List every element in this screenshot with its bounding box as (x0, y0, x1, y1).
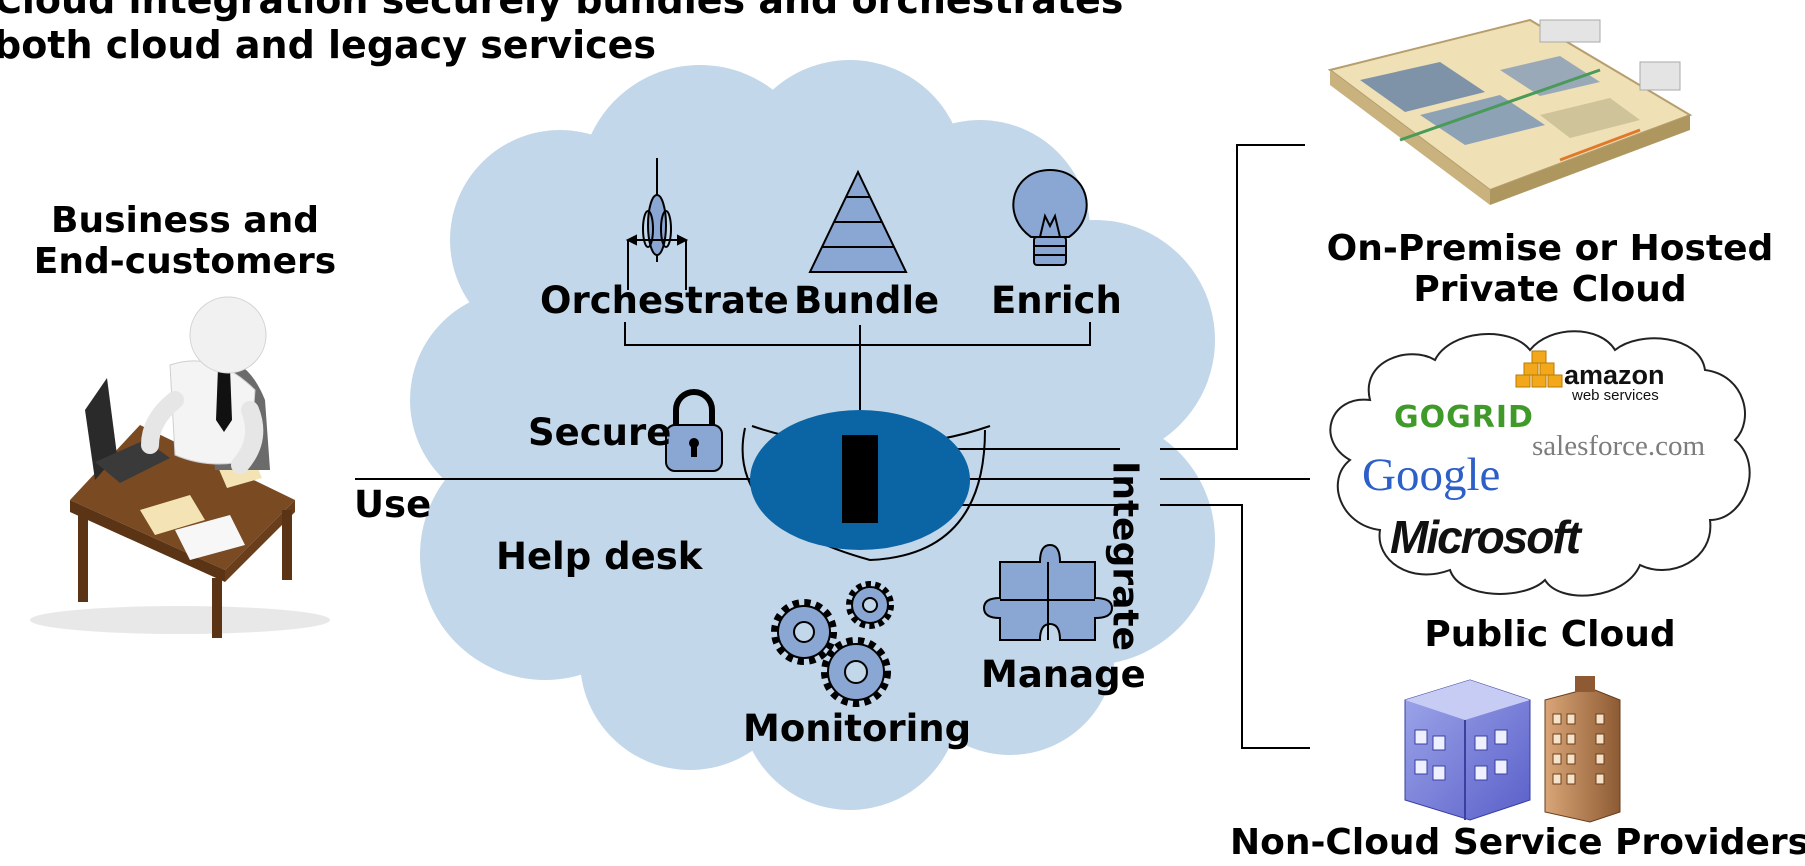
amazon-logo: amazon (1564, 360, 1665, 390)
use-label: Use (354, 483, 432, 526)
integration-hub (741, 410, 991, 562)
public-cloud-outline (1329, 330, 1751, 597)
public-cloud-label: Public Cloud (1424, 614, 1676, 655)
private-cloud-line-2: Private Cloud (1413, 269, 1687, 311)
gogrid-logo: GOGRID (1394, 400, 1534, 435)
customers-label: Business and End-customers (30, 200, 340, 283)
orchestrate-icon (625, 158, 689, 290)
main-cloud (410, 60, 1215, 810)
amazon-logo-icon (1515, 350, 1563, 388)
puzzle-icon (982, 543, 1114, 641)
lightbulb-icon (1012, 168, 1088, 266)
customers-line-2: End-customers (33, 241, 337, 283)
padlock-icon (665, 389, 723, 472)
manage-label: Manage (981, 653, 1146, 696)
title-line-1: Cloud integration securely bundles and o… (0, 0, 1124, 22)
amazon-webservices-text: web services (1572, 387, 1659, 404)
integrate-label: Integrate (1104, 460, 1146, 652)
title-line-2: both cloud and legacy services (0, 22, 657, 67)
bundle-label: Bundle (794, 279, 940, 322)
customers-line-1: Business and (51, 200, 319, 241)
buildings-icon (1404, 676, 1621, 823)
help-desk-label: Help desk (496, 535, 703, 578)
business-person-icon (30, 296, 330, 638)
gears-icon (771, 581, 894, 707)
enrich-label: Enrich (991, 279, 1122, 322)
private-cloud-label: On-Premise or Hosted Private Cloud (1300, 228, 1800, 311)
page-title: Cloud integration securely bundles and o… (0, 0, 1123, 68)
orchestrate-label: Orchestrate (540, 279, 789, 322)
monitoring-label: Monitoring (743, 707, 972, 750)
noncloud-providers-label: Non-Cloud Service Providers (1230, 822, 1805, 863)
google-logo: Google (1362, 449, 1501, 501)
salesforce-logo: salesforce.com (1532, 430, 1706, 462)
microsoft-logo: Microsoft (1390, 511, 1581, 563)
private-cloud-line-1: On-Premise or Hosted (1326, 228, 1774, 269)
bundle-pyramid-icon (808, 169, 908, 273)
secure-label: Secure (528, 411, 672, 454)
datacenter-floorplan-image (1327, 18, 1693, 205)
